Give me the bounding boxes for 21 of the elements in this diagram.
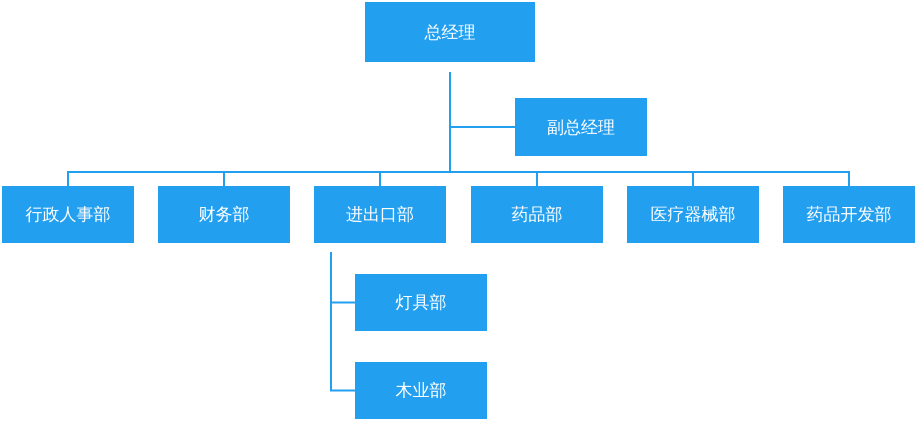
- department-name: 进出口部: [346, 204, 414, 226]
- department-name: 医疗器械部: [650, 204, 736, 226]
- department-name: 总经理: [424, 22, 476, 44]
- org-box: [2, 186, 134, 243]
- department-name: 药品部: [512, 204, 562, 226]
- org-box: [355, 274, 487, 331]
- org-box: [627, 186, 759, 243]
- org-box: [314, 186, 446, 243]
- org-box: [515, 98, 647, 156]
- department-name: 灯具部: [396, 292, 446, 314]
- org-box: [365, 2, 535, 62]
- department-name: 药品开发部: [806, 204, 892, 226]
- connector-line: [449, 72, 850, 186]
- org-box: [158, 186, 290, 243]
- org-box: [783, 186, 915, 243]
- department-name: 木业部: [396, 380, 446, 402]
- department-name: 行政人事部: [26, 204, 110, 226]
- department-name: 副总经理: [547, 116, 615, 138]
- org-box: [471, 186, 603, 243]
- department-name: 财务部: [198, 204, 250, 226]
- org-box: [355, 362, 487, 419]
